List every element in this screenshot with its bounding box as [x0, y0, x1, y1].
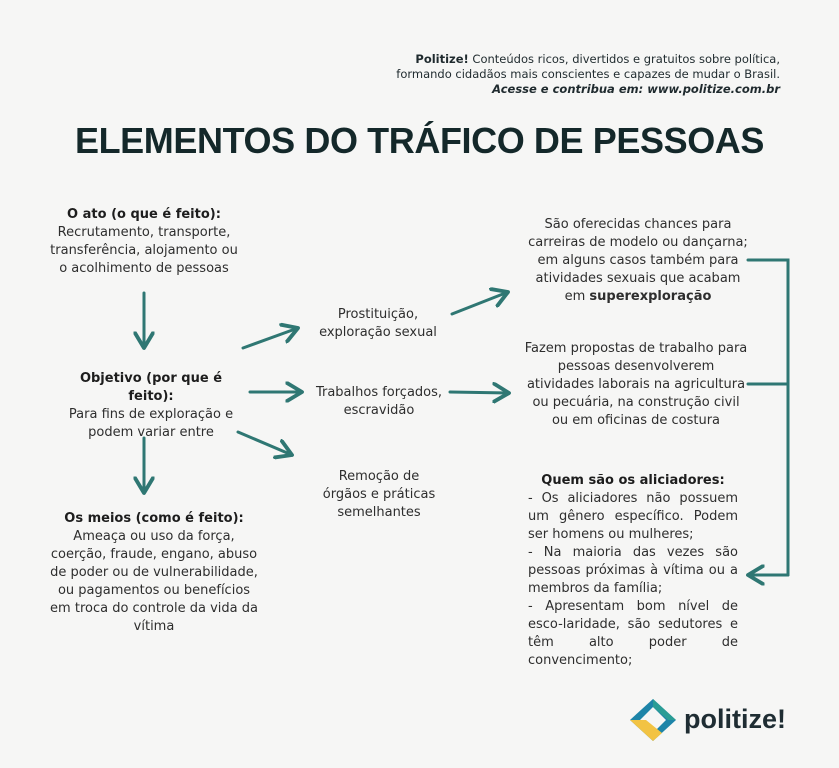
- politize-logo-text: politize!: [684, 704, 786, 734]
- arrow-prostituicao-to-detalhe: [450, 292, 508, 316]
- arrow-to-remocao: [236, 430, 292, 455]
- detalhe-prostituicao-bold: superexploração: [589, 289, 712, 304]
- objetivo-block: Objetivo (por que é feito): Para fins de…: [60, 370, 242, 442]
- aliciadores-block: Quem são os aliciadores: - Os aliciadore…: [528, 472, 738, 670]
- ato-heading: O ato (o que é feito):: [67, 207, 221, 222]
- ato-block: O ato (o que é feito): Recrutamento, tra…: [50, 206, 238, 278]
- ato-text: Recrutamento, transporte, transferência,…: [50, 225, 238, 276]
- aliciadores-heading: Quem são os aliciadores:: [541, 473, 725, 488]
- finalidade-remocao: Remoção de órgãos e práticas semelhantes: [322, 469, 436, 520]
- finalidade-trabalhos: Trabalhos forçados, escravidão: [315, 385, 443, 418]
- arrow-to-prostituicao: [241, 328, 298, 350]
- credits-line-1: Politize! Conteúdos ricos, divertidos e …: [280, 52, 780, 67]
- arrow-trabalho-to-detalhe: [448, 392, 509, 393]
- page-title: ELEMENTOS DO TRÁFICO DE PESSOAS: [74, 120, 765, 161]
- credits-line-3: Acesse e contribua em: www.politize.com.…: [492, 82, 780, 96]
- detalhe-trabalho: Fazem propostas de trabalho para pessoas…: [524, 341, 748, 428]
- finalidade-prostituicao: Prostituição, exploração sexual: [319, 307, 437, 340]
- credits-brand: Politize!: [415, 52, 469, 66]
- credits-line-2: formando cidadãos mais conscientes e cap…: [396, 67, 780, 81]
- credits-line-1-text: Conteúdos ricos, divertidos e gratuitos …: [468, 52, 780, 66]
- aliciadores-item: - Apresentam bom nível de esco-laridade,…: [528, 599, 738, 668]
- objetivo-heading: Objetivo (por que é feito):: [79, 371, 223, 404]
- meios-text: Ameaça ou uso da força, coerção, fraude,…: [50, 529, 258, 634]
- politize-logo-icon: [630, 699, 676, 741]
- meios-heading: Os meios (como é feito):: [64, 511, 244, 526]
- detalhe-prostituicao-text: São oferecidas chances para carreiras de…: [528, 217, 748, 304]
- aliciadores-item: - Os aliciadores não possuem um gênero e…: [528, 491, 738, 542]
- detalhe-prostituicao: São oferecidas chances para carreiras de…: [528, 216, 748, 306]
- bracket-connector: [746, 258, 790, 577]
- credits: Politize! Conteúdos ricos, divertidos e …: [280, 52, 780, 97]
- meios-block: Os meios (como é feito): Ameaça ou uso d…: [46, 510, 262, 636]
- objetivo-text: Para fins de exploração e podem variar e…: [68, 407, 234, 440]
- aliciadores-item: - Na maioria das vezes são pessoas próxi…: [528, 545, 738, 596]
